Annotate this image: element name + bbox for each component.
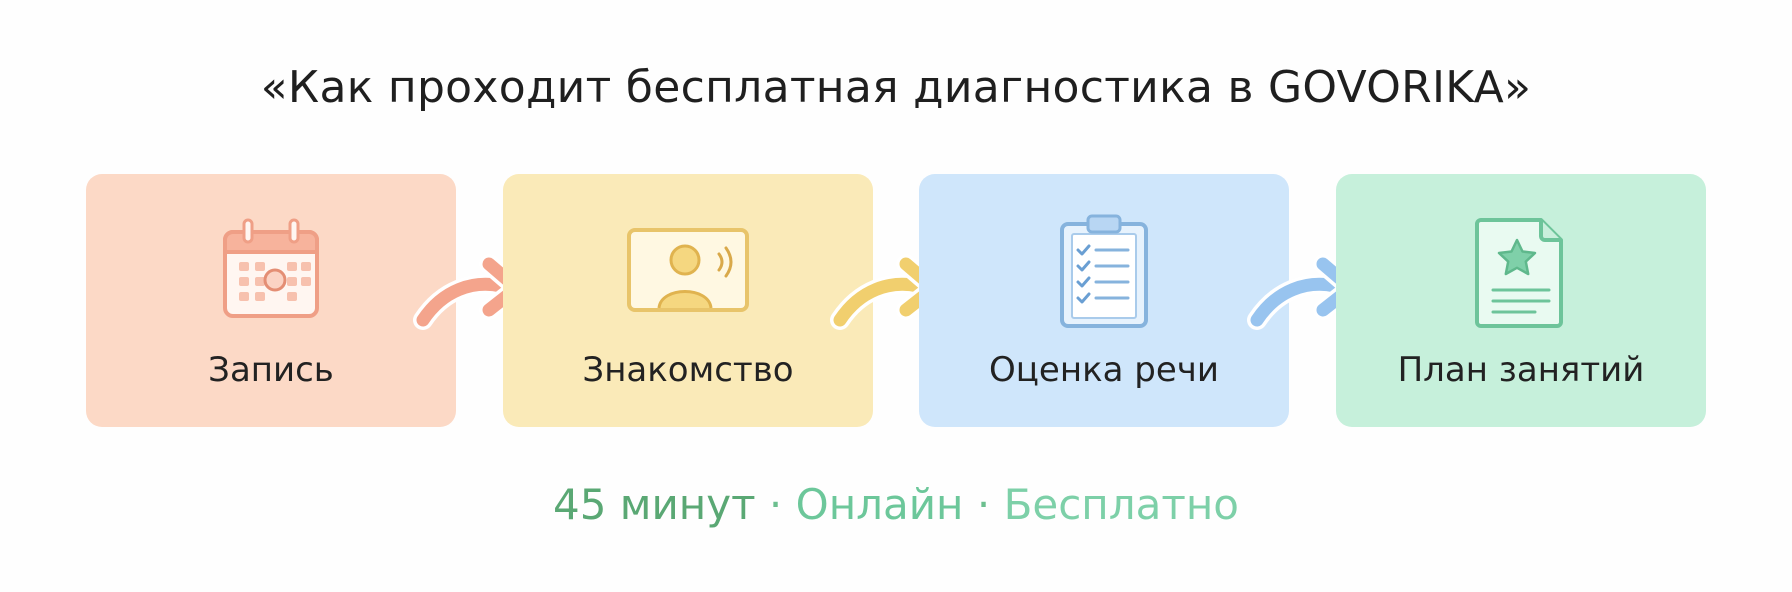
- summary-line: 45 минут · Онлайн · Бесплатно: [0, 480, 1792, 529]
- separator: ·: [963, 480, 1004, 529]
- step-label-booking: Запись: [208, 350, 334, 390]
- price-text: Бесплатно: [1003, 480, 1239, 529]
- step-card-booking: Запись: [86, 174, 456, 427]
- step-card-lesson-plan: План занятий: [1336, 174, 1706, 427]
- document-star-icon: [1336, 210, 1706, 330]
- step-card-introduction: Знакомство: [503, 174, 873, 427]
- separator: ·: [755, 480, 796, 529]
- step-card-speech-assessment: Оценка речи: [919, 174, 1289, 427]
- clipboard-checklist-icon: [919, 210, 1289, 330]
- duration-text: 45 минут: [553, 480, 756, 529]
- video-call-icon: [503, 210, 873, 330]
- format-text: Онлайн: [795, 480, 964, 529]
- step-label-introduction: Знакомство: [582, 350, 794, 390]
- step-label-lesson-plan: План занятий: [1397, 350, 1645, 390]
- calendar-icon: [86, 210, 456, 330]
- step-label-speech-assessment: Оценка речи: [989, 350, 1219, 390]
- page-title: «Как проходит бесплатная диагностика в G…: [260, 62, 1532, 113]
